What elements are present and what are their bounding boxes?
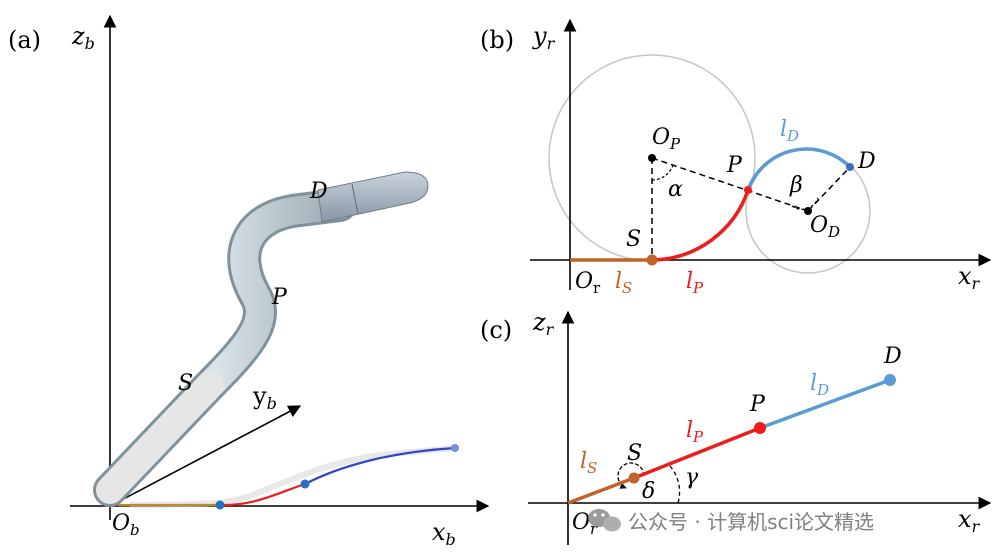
watermark: 公众号 · 计算机sci论文精选 bbox=[588, 509, 874, 534]
b-point-D bbox=[846, 163, 854, 171]
b-point-OP bbox=[648, 154, 656, 162]
robot-tip bbox=[317, 171, 429, 223]
b-y-label: yr bbox=[532, 22, 556, 53]
c-label-S: S bbox=[627, 441, 642, 466]
c-gamma-arc bbox=[669, 465, 681, 504]
c-seg-P bbox=[633, 426, 761, 480]
b-OD-label: OD bbox=[810, 213, 840, 241]
a-trace-P bbox=[219, 482, 306, 507]
c-gamma: γ bbox=[685, 465, 699, 490]
a-label-D: D bbox=[309, 179, 328, 204]
robot-render bbox=[93, 171, 429, 507]
b-OP-label: OP bbox=[652, 125, 681, 153]
a-floor-trace bbox=[118, 444, 459, 510]
b-seg-D bbox=[746, 147, 852, 191]
robot-base-section bbox=[96, 371, 224, 504]
c-origin-label: Or bbox=[572, 510, 598, 538]
b-label-P: P bbox=[726, 153, 743, 178]
b-seg-P-label: lP bbox=[686, 269, 704, 297]
wechat-icon bbox=[588, 509, 621, 532]
a-point-P bbox=[300, 479, 310, 489]
b-label-D: D bbox=[857, 149, 876, 174]
a-point-D bbox=[451, 444, 459, 452]
c-label-D: D bbox=[883, 344, 902, 369]
panel-b: (b) yr xr Or OP OD P D S α β lS lP bbox=[480, 18, 992, 297]
a-y-axis bbox=[111, 405, 302, 506]
c-seg-D-label: lD bbox=[810, 371, 829, 399]
b-seg-D-label: lD bbox=[780, 117, 799, 145]
b-origin-label: Or bbox=[575, 269, 601, 297]
c-seg-P-label: lP bbox=[686, 418, 704, 446]
b-center-line bbox=[651, 157, 809, 212]
b-seg-P bbox=[651, 189, 750, 262]
b-point-P bbox=[744, 186, 752, 194]
b-label-S: S bbox=[626, 227, 641, 252]
a-x-label: xb bbox=[432, 518, 456, 549]
c-x-label: xr bbox=[958, 505, 981, 536]
c-delta: δ bbox=[642, 479, 655, 504]
panel-a-tag: (a) bbox=[8, 26, 41, 54]
c-point-P bbox=[754, 422, 766, 434]
panel-c: (c) zr xr Or S P D δ γ lS lP lD bbox=[480, 308, 992, 545]
b-radius-D bbox=[807, 166, 851, 212]
panel-c-tag: (c) bbox=[480, 316, 512, 344]
c-seg-D bbox=[759, 378, 891, 430]
c-point-S bbox=[628, 472, 640, 484]
a-z-label: zb bbox=[71, 22, 95, 53]
a-trace-D bbox=[304, 446, 456, 485]
c-label-P: P bbox=[749, 392, 766, 417]
a-point-S bbox=[215, 500, 225, 510]
b-alpha: α bbox=[668, 177, 683, 202]
b-seg-S-label: lS bbox=[615, 269, 632, 297]
c-seg-S-label: lS bbox=[580, 449, 597, 477]
panel-b-tag: (b) bbox=[480, 26, 514, 54]
a-label-P: P bbox=[271, 285, 288, 310]
b-point-OD bbox=[804, 207, 812, 215]
a-label-S: S bbox=[178, 371, 193, 396]
b-alpha-arc bbox=[651, 164, 674, 181]
robot-tip-seam bbox=[351, 183, 359, 215]
b-point-S bbox=[646, 254, 658, 266]
panel-a: (a) zb xb yb Ob D P S bbox=[8, 14, 490, 549]
b-beta: β bbox=[789, 173, 803, 198]
c-seg-S bbox=[567, 476, 635, 505]
robot-tube-highlight bbox=[96, 191, 354, 504]
c-z-label: zr bbox=[532, 308, 555, 339]
a-origin-label: Ob bbox=[112, 511, 140, 539]
b-x-label: xr bbox=[958, 262, 981, 293]
c-point-D bbox=[884, 374, 896, 386]
watermark-text: 公众号 · 计算机sci论文精选 bbox=[628, 510, 874, 534]
a-y-label: yb bbox=[252, 382, 277, 413]
